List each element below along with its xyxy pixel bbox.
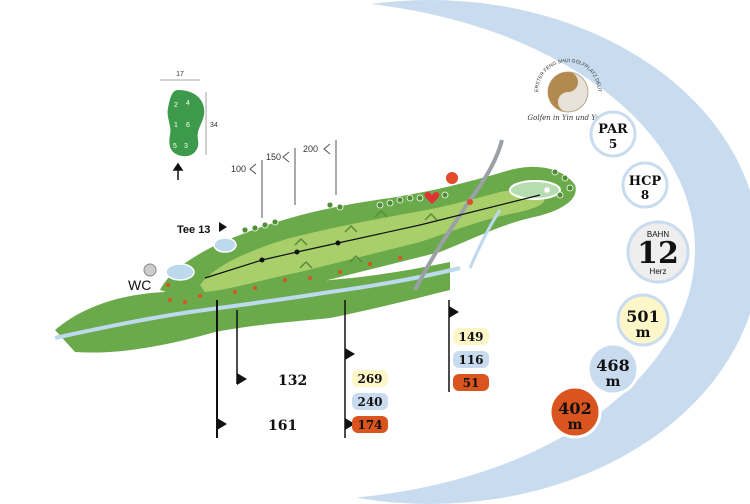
guide-flag-4 [345,418,355,430]
distance-116: 116 [458,353,483,367]
length-blue-value: 468 [596,356,629,375]
pill-269 [352,370,388,387]
hcp-badge [621,161,669,209]
length-badge-blue [586,342,640,396]
svg-text:5: 5 [173,143,177,150]
logo-tagline: Golfen in Yin und Yang [528,114,609,122]
heart-icon [424,191,440,204]
flower-icon [446,172,458,184]
bahn-label: BAHN [647,230,669,239]
green-diagram: 17 34 2 4 1 6 5 3 [160,71,218,180]
length-badge-red [548,385,602,439]
green-section-labels: 2 4 1 6 5 3 [173,100,190,150]
hcp-label: HCP [629,174,662,189]
pill-240 [352,393,388,410]
north-arrow-icon [172,162,184,180]
pill-149 [453,328,489,345]
svg-text:2: 2 [174,102,178,109]
marker-100-label: 100 [231,164,246,174]
distance-174: 174 [357,418,382,432]
tee-flag-icon [219,222,227,232]
hole-info: PAR 5 HCP 8 BAHN 12 Herz 501 m 468 m 402… [548,110,690,439]
pill-174 [352,416,388,433]
par-label: PAR [598,122,628,137]
bahn-sub: Herz [650,267,667,276]
distance-149: 149 [458,330,483,344]
par-badge [589,110,637,158]
length-blue-unit: m [606,374,621,390]
distance-51: 51 [463,376,480,390]
shot-line [204,194,541,279]
distance-161: 161 [268,418,297,434]
distance-guides: 132 161 269 240 174 149 116 51 [216,300,489,438]
trees [241,168,574,234]
bahn-badge [626,220,690,284]
length-yellow-unit: m [636,325,651,341]
length-yellow-value: 501 [626,307,659,326]
pond-wc [165,263,195,281]
distance-240: 240 [357,395,382,409]
length-red-value: 402 [558,399,591,418]
hazard-marker [467,199,473,205]
svg-text:4: 4 [186,100,190,107]
pond-tee-left [213,237,237,253]
guide-flag-5 [449,306,459,318]
svg-text:1: 1 [174,122,178,129]
guide-flag-1 [237,373,247,385]
cart-path [468,209,502,269]
yardage-markers: 100 150 200 [231,140,337,218]
green-shape [167,90,205,157]
length-red-unit: m [568,417,583,433]
par-value: 5 [609,137,617,151]
wc-icon [143,263,157,277]
distance-132: 132 [278,373,307,389]
hcp-value: 8 [641,188,649,202]
guide-flag-2 [217,418,227,430]
marker-150-label: 150 [266,152,281,162]
putting-green [509,180,561,200]
length-badge-yellow [616,293,670,347]
pill-116 [453,351,489,368]
fairway-contours [294,209,438,269]
creek [54,266,461,340]
green-depth-label: 34 [210,122,218,129]
terrain [54,139,576,353]
tee-label: Tee 13 [177,224,210,236]
svg-text:6: 6 [186,122,190,129]
green-flag-icon [543,186,551,194]
distance-269: 269 [357,372,382,386]
svg-text:3: 3 [184,143,188,150]
lower-rough-band [55,262,450,353]
guide-flag-3 [345,348,355,360]
bahn-number: 12 [637,236,679,271]
marker-200-label: 200 [303,144,318,154]
pill-51 [453,374,489,391]
wc-label: WC [128,277,151,293]
boundary-dots [166,256,402,304]
shot-markers [259,240,341,263]
green-width-label: 17 [176,71,184,78]
